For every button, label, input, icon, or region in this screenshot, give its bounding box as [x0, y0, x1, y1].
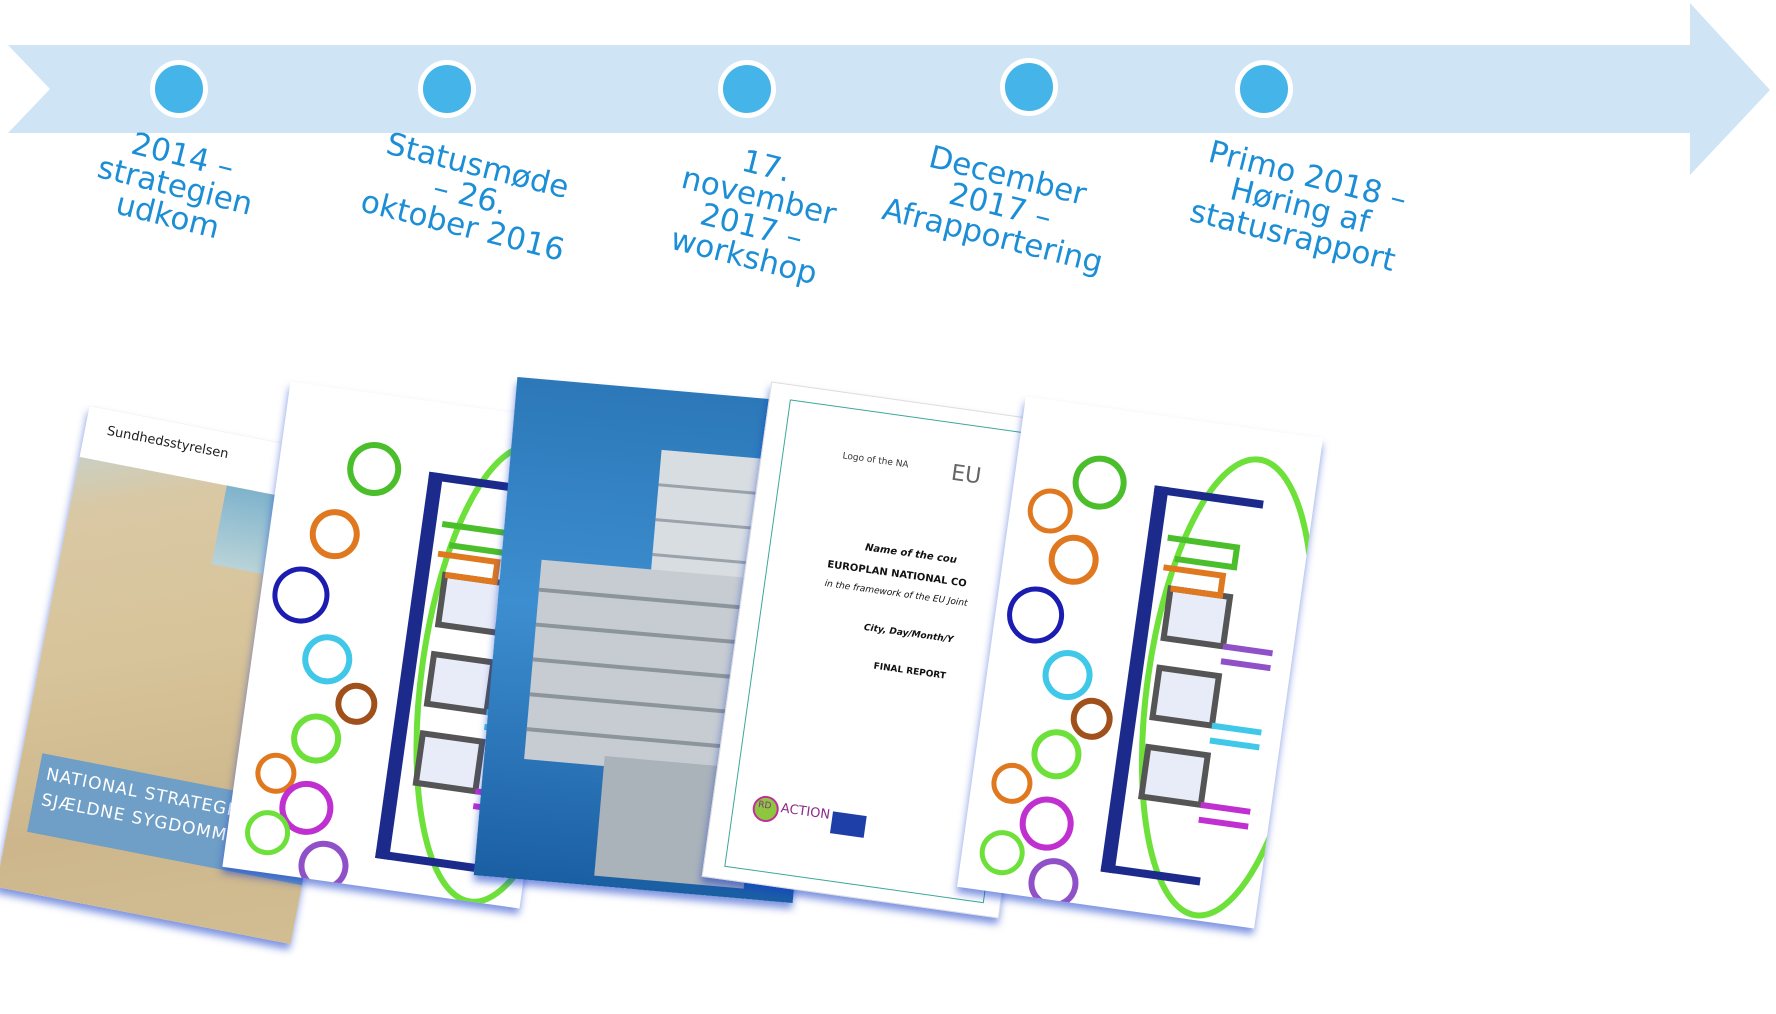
milestone-dot-2018 [1235, 60, 1293, 118]
milestone-dot-2016 [418, 60, 476, 118]
people-around-table-illustration-2 [979, 455, 1316, 919]
eu-flag-icon [829, 811, 867, 838]
rd-action-prefix: RD [757, 799, 772, 812]
milestone-dot-2014 [150, 60, 208, 118]
status-report-illustration-card [957, 396, 1323, 929]
milestone-dot-nov-2017 [718, 60, 776, 118]
milestone-dot-dec-2017 [1000, 58, 1058, 116]
timeline-arrow [8, 3, 1770, 175]
report-eu-mark: EU [949, 460, 983, 490]
